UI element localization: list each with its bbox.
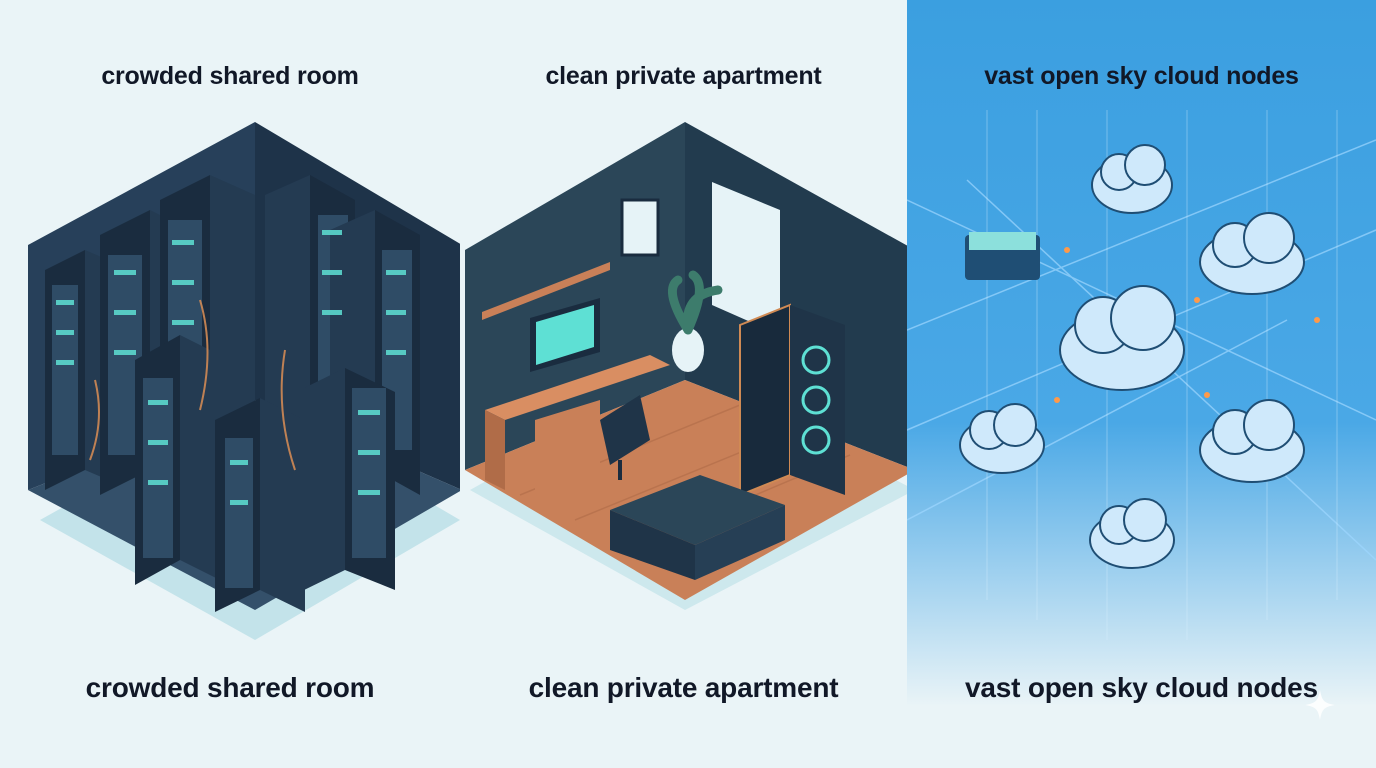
panel-top-label: clean private apartment bbox=[545, 62, 822, 90]
cloud-node-icon bbox=[1199, 212, 1305, 295]
sparkle-icon bbox=[1305, 690, 1335, 720]
monitor-icon bbox=[530, 298, 600, 372]
cloud-node-icon bbox=[1089, 498, 1175, 569]
cloud-node-icon bbox=[1199, 399, 1305, 483]
cloud-node-icon bbox=[1091, 144, 1173, 214]
panel-vast-open-sky-cloud-nodes: vast open sky cloud nodes bbox=[907, 0, 1376, 768]
panel-clean-private-apartment: clean private apartment bbox=[460, 0, 907, 768]
panel-bottom-label: crowded shared room bbox=[85, 672, 375, 703]
server-room-illustration bbox=[28, 122, 460, 640]
panel-top-label: vast open sky cloud nodes bbox=[984, 62, 1299, 90]
desktop-pc-icon bbox=[739, 303, 845, 497]
cloud-node-icon bbox=[1059, 285, 1185, 391]
apartment-illustration bbox=[465, 122, 907, 610]
server-rack-icon bbox=[215, 398, 305, 612]
server-rack-icon bbox=[300, 368, 395, 592]
panel-bottom-label: vast open sky cloud nodes bbox=[965, 672, 1318, 703]
panel-bottom-label: clean private apartment bbox=[528, 672, 839, 703]
panel-top-label: crowded shared room bbox=[101, 62, 359, 90]
panel-crowded-shared-room: crowded shared room bbox=[0, 0, 460, 768]
cloud-node-icon bbox=[959, 403, 1045, 474]
cloud-network-illustration bbox=[907, 110, 1376, 640]
cloud-node-icon bbox=[965, 232, 1040, 280]
